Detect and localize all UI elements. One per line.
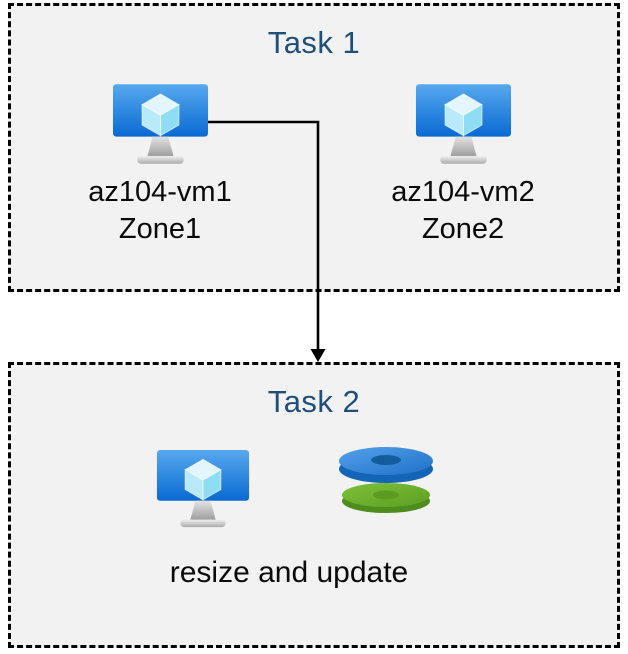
vm1-label: az104-vm1 Zone1 (60, 174, 260, 248)
managed-disks-icon (336, 444, 436, 516)
task2-box: Task 2 (8, 362, 620, 648)
virtual-machine-icon (112, 83, 209, 167)
vm1-zone: Zone1 (118, 213, 202, 245)
vm1-name: az104-vm1 (88, 176, 232, 208)
vm2-label: az104-vm2 Zone2 (363, 174, 563, 248)
task2-caption: resize and update (169, 556, 409, 589)
vm2-name: az104-vm2 (391, 176, 535, 208)
virtual-machine-icon (415, 83, 512, 167)
vm2-zone: Zone2 (421, 213, 505, 245)
task1-box: Task 1 (8, 3, 620, 292)
task2-title: Task 2 (267, 384, 361, 419)
task1-title: Task 1 (267, 25, 361, 60)
virtual-machine-icon (156, 449, 250, 530)
